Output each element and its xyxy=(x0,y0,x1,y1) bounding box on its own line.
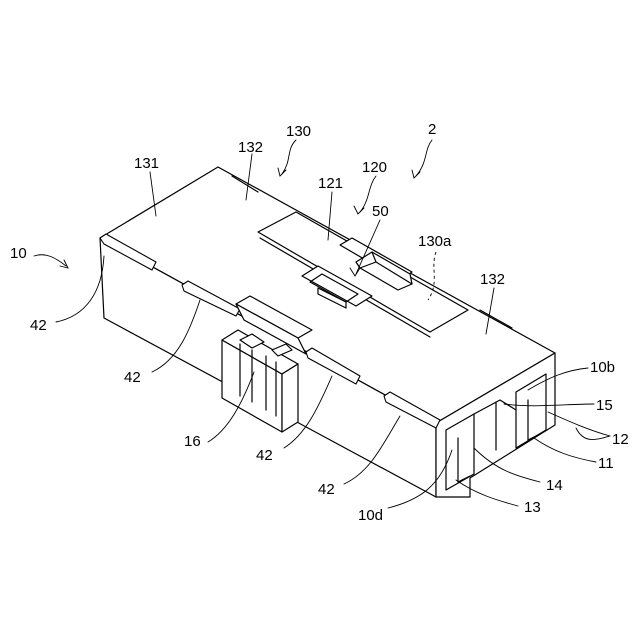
leader-10 xyxy=(34,255,66,266)
label-2: 2 xyxy=(428,121,436,138)
leader-120-arrow xyxy=(354,206,364,214)
label-120: 120 xyxy=(362,159,387,176)
label-131: 131 xyxy=(134,155,159,172)
leader-42a xyxy=(56,256,104,322)
label-42b: 42 xyxy=(124,369,141,386)
label-10d: 10d xyxy=(358,507,383,524)
label-132b: 132 xyxy=(480,271,505,288)
label-132a: 132 xyxy=(238,139,263,156)
label-11: 11 xyxy=(598,455,614,472)
leader-11 xyxy=(534,438,596,462)
label-42d: 42 xyxy=(318,481,335,498)
label-12: 12 xyxy=(612,431,629,448)
label-10b: 10b xyxy=(590,359,615,376)
leader-130 xyxy=(282,140,296,174)
label-10: 10 xyxy=(10,245,27,262)
label-42c: 42 xyxy=(256,447,273,464)
label-42a: 42 xyxy=(30,317,47,334)
leader-2 xyxy=(416,140,432,176)
label-130: 130 xyxy=(286,123,311,140)
label-130a: 130a xyxy=(418,233,452,250)
label-15: 15 xyxy=(596,397,613,414)
terminal-16-side xyxy=(282,364,298,432)
label-50: 50 xyxy=(372,203,389,220)
leader-2-arrow xyxy=(412,170,420,178)
label-13: 13 xyxy=(524,499,541,516)
leader-12b xyxy=(576,428,610,440)
label-14: 14 xyxy=(546,477,563,494)
label-16: 16 xyxy=(184,433,201,450)
label-121: 121 xyxy=(318,175,343,192)
